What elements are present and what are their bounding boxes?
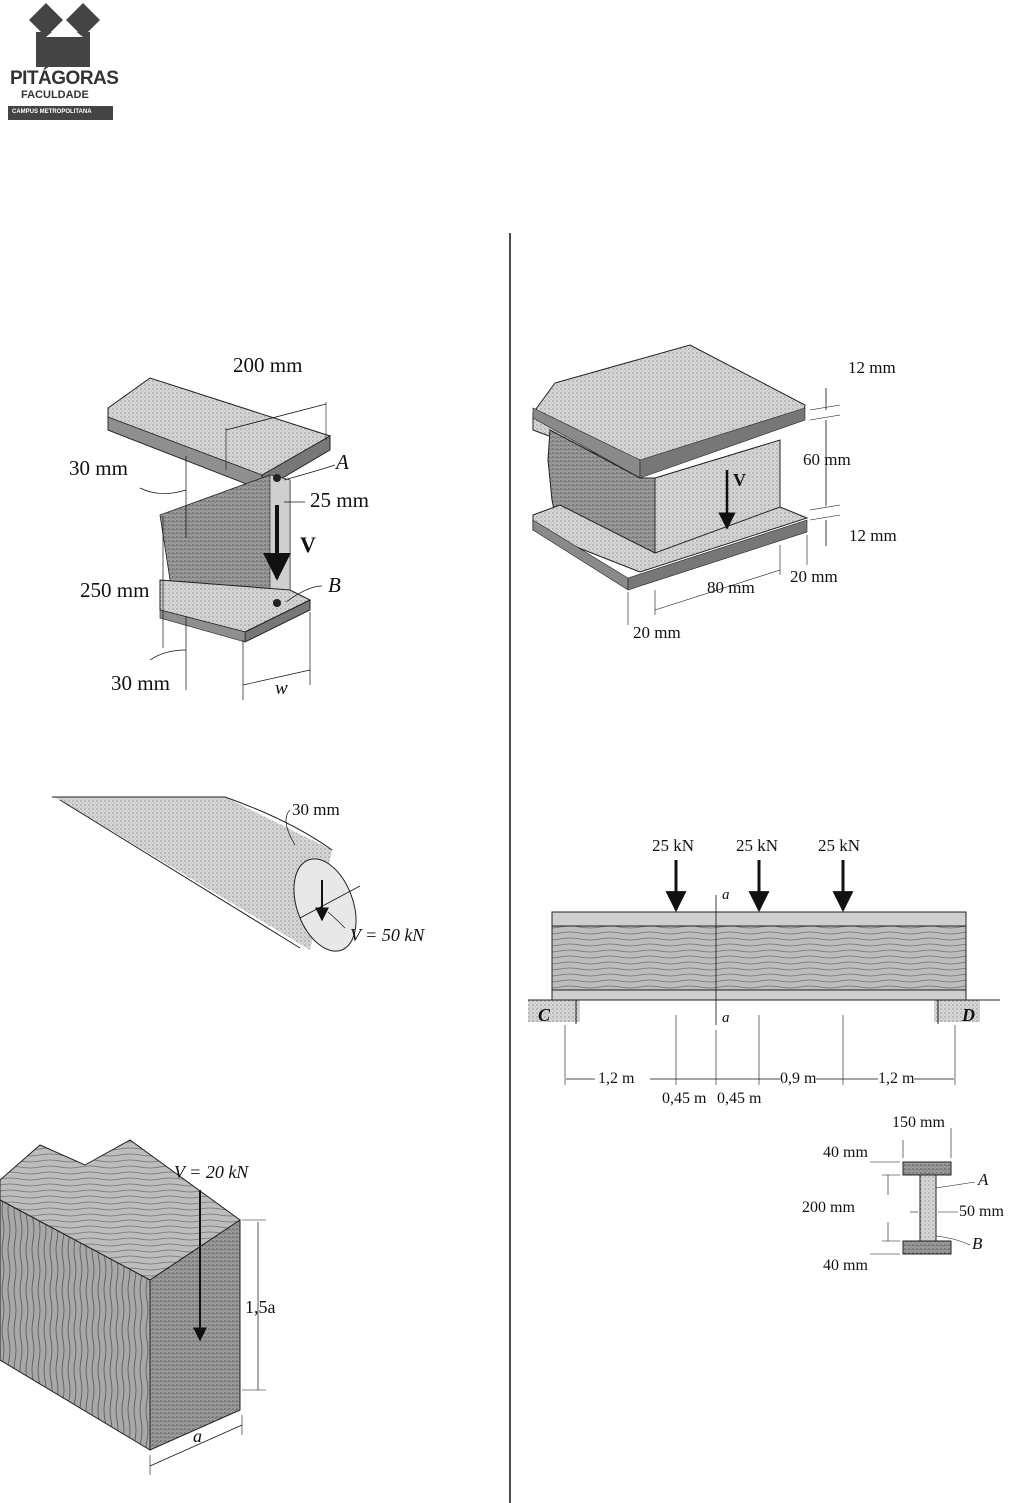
fig6-height: 1,5a: [245, 1297, 276, 1318]
fig6-width: a: [193, 1426, 202, 1447]
fig6-shear-label: V = 20 kN: [174, 1162, 248, 1183]
